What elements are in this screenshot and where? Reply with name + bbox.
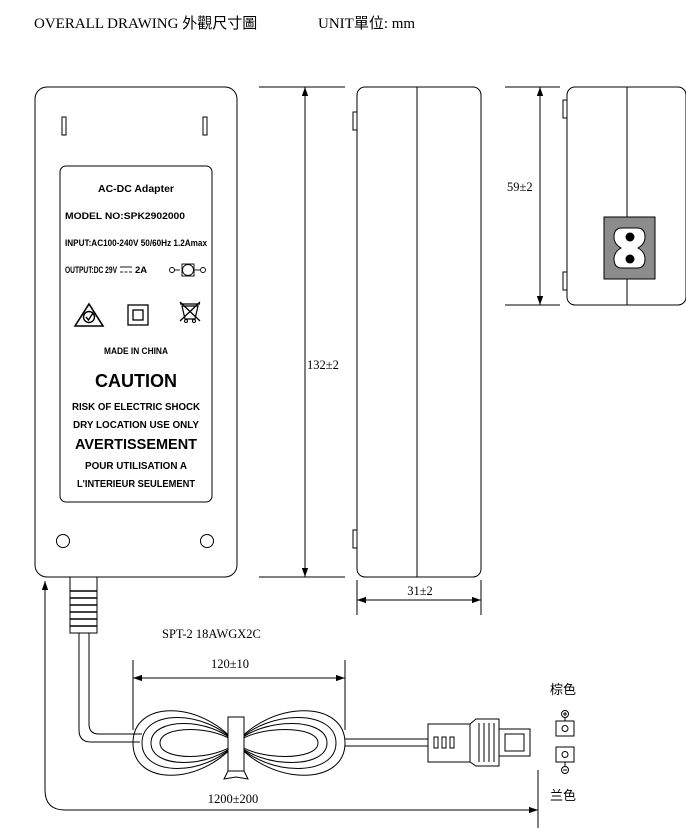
label-french-2: L'INTERIEUR SEULEMENT: [77, 478, 196, 490]
adapter-body-front: [34, 86, 238, 578]
side-tab-bottom: [352, 529, 357, 549]
cable-length-dimension-text: 1200±200: [208, 792, 259, 806]
unit-label: UNIT單位: mm: [318, 16, 416, 32]
label-french-1: POUR UTILISATION A: [85, 460, 187, 472]
double-insulation-icon: [127, 304, 149, 326]
label-made-in: MADE IN CHINA: [104, 346, 168, 357]
rcm-icon: [73, 302, 105, 327]
bundle-dimension-text: 120±10: [211, 657, 249, 671]
label-warning-2: DRY LOCATION USE ONLY: [73, 419, 199, 431]
polarity-brown-text: 棕色: [550, 682, 576, 697]
polarity-positive-icon: [555, 710, 575, 737]
weee-bin-icon: [179, 301, 201, 323]
adapter-body-side: [356, 86, 482, 578]
side-tab-top: [352, 111, 357, 131]
dc-cable: [78, 633, 140, 743]
label-warning-1: RISK OF ELECTRIC SHOCK: [72, 401, 200, 413]
label-output-current: 2A: [135, 265, 147, 276]
label-panel: [59, 165, 213, 503]
vent-slot-right: [202, 116, 208, 136]
label-caution: CAUTION: [95, 371, 177, 391]
end-tab-top: [562, 99, 567, 119]
end-tab-bottom: [562, 271, 567, 291]
thickness-dimension-text: 31±2: [407, 584, 433, 598]
label-output-rating: OUTPUT:DC 29V: [65, 265, 117, 276]
width-dimension-text: 59±2: [507, 180, 533, 194]
polarity-blue-text: 兰色: [550, 788, 576, 803]
iec-inlet: [603, 216, 656, 280]
vent-slot-left: [61, 116, 67, 136]
ac-plug: [427, 718, 531, 767]
dc-symbol-icon: [120, 266, 132, 273]
length-dimension-text: 132±2: [307, 358, 339, 372]
label-product-name: AC-DC Adapter: [98, 183, 174, 195]
cable-spec-text: SPT-2 18AWGX2C: [162, 627, 261, 641]
drawing-title: OVERALL DRAWING 外觀尺寸圖: [34, 16, 258, 32]
polarity-negative-icon: [555, 746, 575, 774]
label-input-rating: INPUT:AC100-240V 50/60Hz 1.2Amax: [65, 238, 208, 249]
cable-bundle: [132, 710, 346, 780]
screw-hole-right: [200, 534, 214, 548]
label-model-no: MODEL NO:SPK2902000: [65, 211, 185, 222]
label-avertissement: AVERTISSEMENT: [75, 437, 197, 453]
cable-length-dimension-line: [41, 581, 538, 814]
screw-hole-left: [56, 534, 70, 548]
output-polarity-icon: [169, 263, 206, 277]
